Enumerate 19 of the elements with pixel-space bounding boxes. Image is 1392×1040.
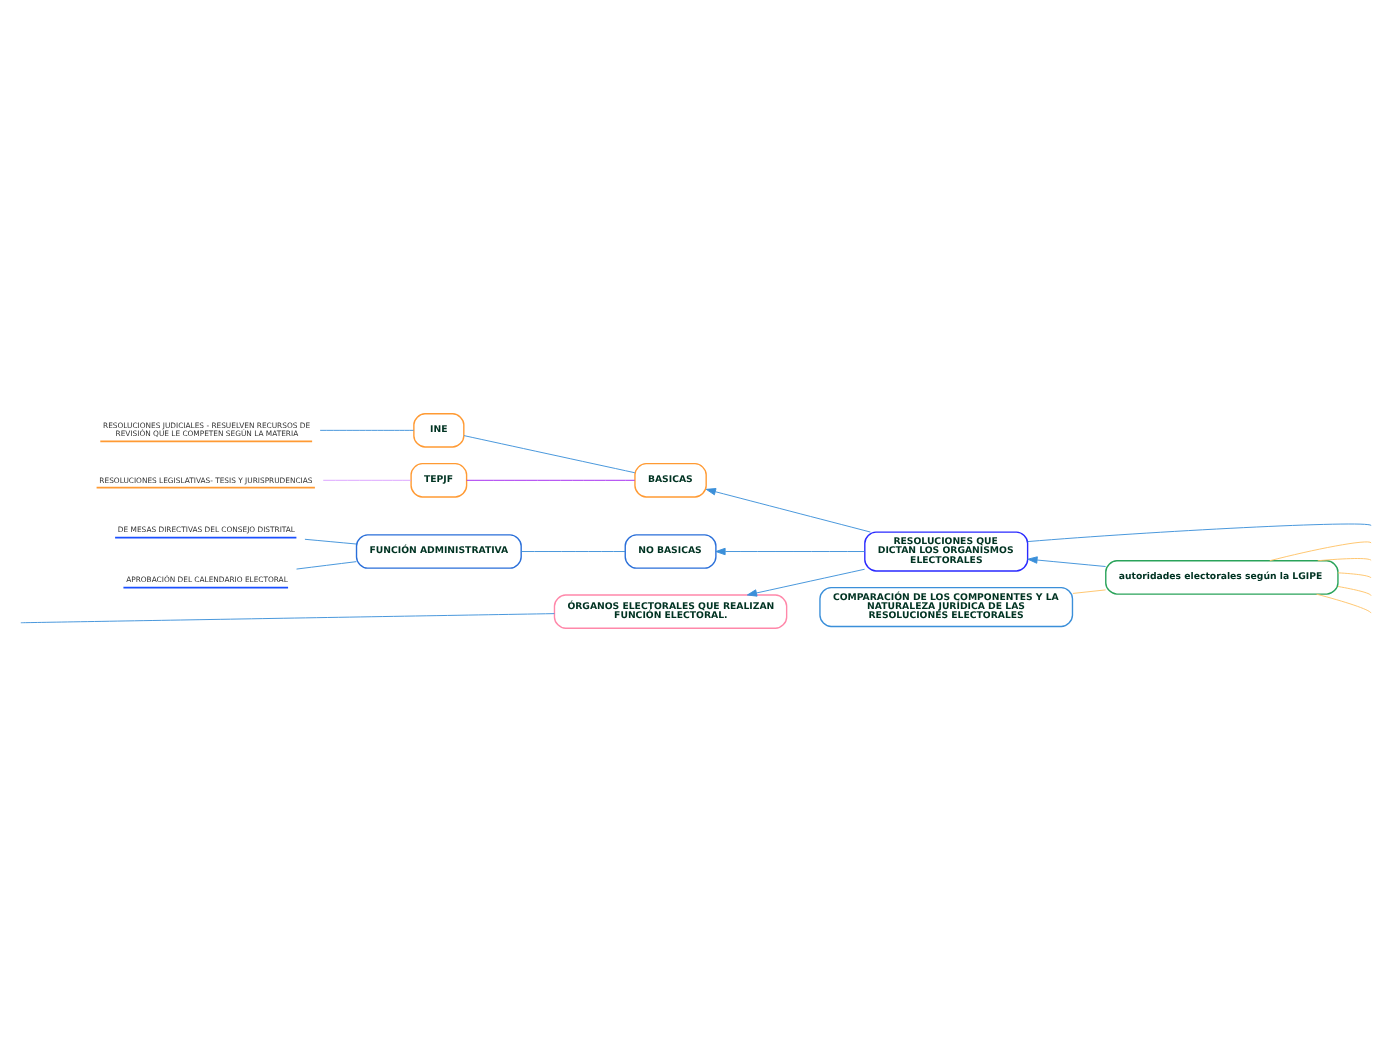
connector <box>1316 592 1372 613</box>
connector <box>463 434 636 473</box>
connector <box>1317 557 1372 561</box>
connector <box>1337 571 1372 578</box>
arrow <box>705 487 871 532</box>
connector <box>319 428 415 430</box>
connector <box>1072 588 1107 593</box>
connector <box>20 612 555 623</box>
connector <box>1027 522 1372 542</box>
arrow <box>1027 555 1107 566</box>
arrow <box>715 546 866 555</box>
connector <box>304 537 357 544</box>
connector <box>1337 585 1372 595</box>
arrow <box>746 567 866 596</box>
connector <box>322 478 412 480</box>
connector <box>520 550 626 551</box>
connector <box>296 560 357 569</box>
connector <box>466 478 636 480</box>
connector <box>1269 540 1372 561</box>
